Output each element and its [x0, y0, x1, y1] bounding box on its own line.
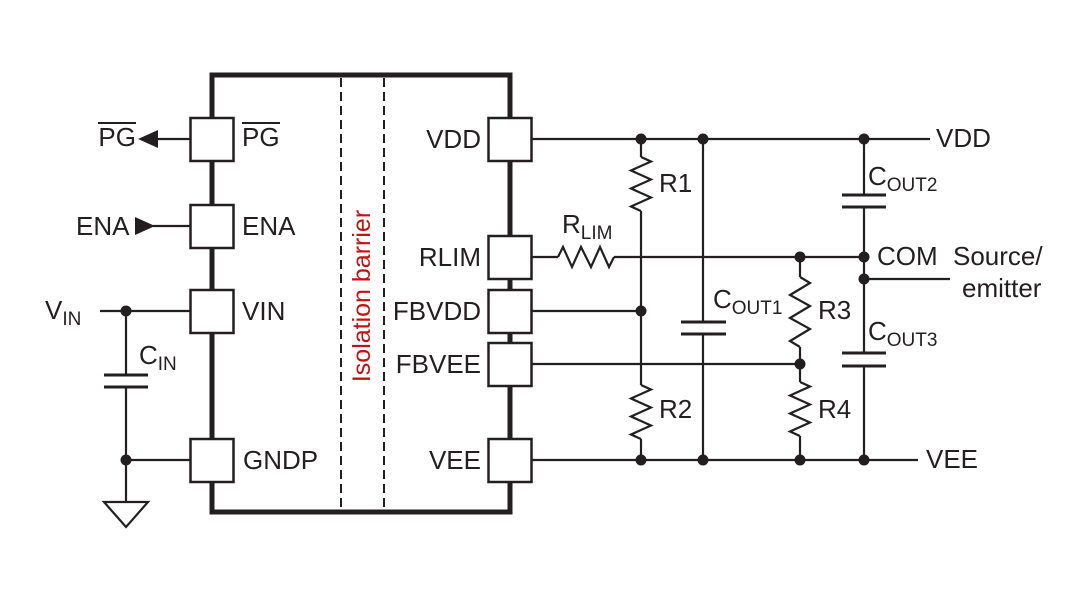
- cin-label: CIN: [139, 340, 177, 375]
- r1-label: R1: [659, 168, 693, 198]
- pin-box-ena: [189, 203, 235, 250]
- pin-label-vee: VEE: [428, 445, 481, 475]
- resistor-r2: [628, 383, 654, 441]
- pin-label-fbvee: FBVEE: [395, 349, 481, 379]
- pin-box-gndp: [189, 437, 235, 484]
- resistor-r3: [787, 276, 813, 348]
- pin-box-fbvdd: [487, 288, 533, 335]
- capacitor-cout1: [681, 320, 726, 336]
- isolation-barrier-label: Isolation barrier: [348, 209, 376, 383]
- ena-input-arrow: [135, 217, 155, 235]
- pin-box-vee: [487, 437, 533, 484]
- isolation-barrier-lines: [340, 78, 385, 509]
- com-label: COM: [877, 241, 938, 271]
- resistor-r1: [628, 155, 654, 213]
- pin-box-rlim: [487, 234, 533, 281]
- junction-dots: [120, 133, 870, 466]
- cout1-label: COUT1: [713, 284, 783, 319]
- ena-external-label: ENA: [76, 211, 130, 241]
- capacitor-cin: [104, 373, 148, 389]
- pin-box-pg: [189, 116, 235, 163]
- pin-box-vin: [189, 288, 235, 335]
- resistor-rlim: [557, 244, 615, 270]
- pin-label-rlim: RLIM: [418, 242, 481, 272]
- pin-label-fbvdd: FBVDD: [392, 296, 481, 326]
- pin-box-fbvee: [487, 341, 533, 388]
- source-emitter-label-line2: emitter: [962, 273, 1042, 303]
- pin-label-vin: VIN: [242, 296, 286, 326]
- vin-external-label: VIN: [45, 295, 82, 330]
- pin-label-ena: ENA: [242, 211, 296, 241]
- resistor-r4: [787, 380, 813, 438]
- capacitor-cout3: [842, 351, 886, 368]
- vee-rail-label: VEE: [926, 444, 979, 474]
- cout2-label: COUT2: [868, 161, 938, 196]
- vdd-rail-label: VDD: [936, 123, 991, 153]
- r4-label: R4: [818, 394, 852, 424]
- pin-label-vdd: VDD: [426, 124, 481, 154]
- source-emitter-label-line1: Source/: [953, 241, 1043, 271]
- r2-label: R2: [659, 394, 693, 424]
- capacitor-cout2: [842, 193, 886, 209]
- pin-label-pg: PG: [242, 122, 280, 152]
- rlim-label: RLIM: [562, 209, 613, 244]
- pg-external-label: PG: [98, 122, 136, 152]
- pin-label-gndp: GNDP: [243, 445, 319, 475]
- pg-output-arrow: [138, 130, 158, 148]
- pin-box-vdd: [487, 116, 533, 163]
- gndp-net: [124, 387, 190, 502]
- r3-label: R3: [818, 295, 852, 325]
- vin-net: [100, 309, 190, 375]
- ground-symbol: [101, 500, 151, 529]
- cout3-label: COUT3: [868, 316, 938, 351]
